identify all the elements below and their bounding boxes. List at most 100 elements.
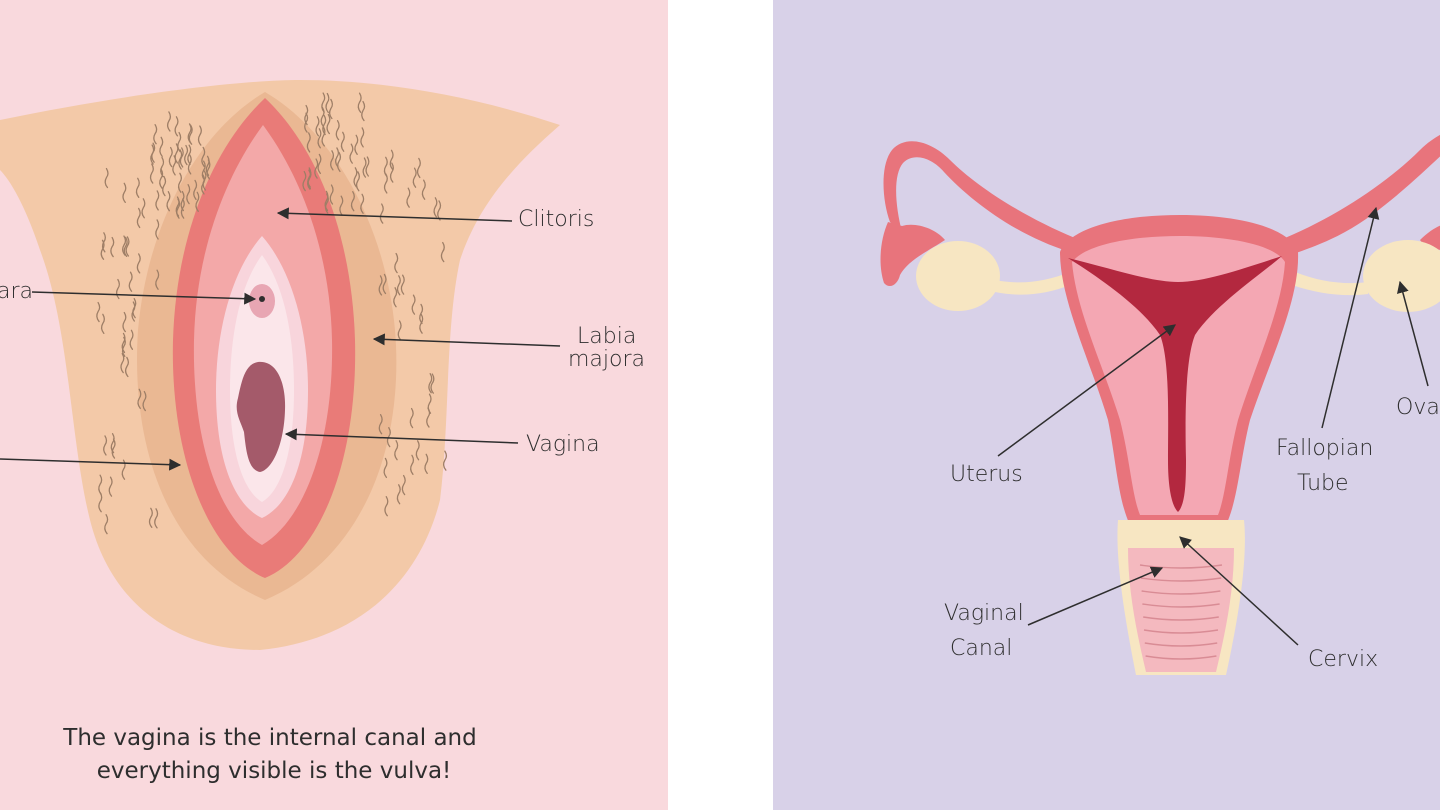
hair-strand	[397, 320, 402, 341]
hair-strand	[120, 352, 125, 374]
cervix-label: Cervix	[1308, 647, 1378, 672]
left-ovary	[916, 241, 1000, 311]
hair-strand	[349, 143, 354, 164]
hair-strand	[142, 390, 147, 412]
hair-strand	[416, 157, 421, 179]
left-ovarian-ligament	[995, 272, 1070, 295]
hair-strand	[428, 373, 433, 394]
ruga-line	[1139, 564, 1223, 569]
hair-strand	[197, 125, 202, 146]
hair-strand	[201, 174, 206, 195]
hair-strand	[401, 474, 406, 496]
hair-strand	[111, 438, 116, 459]
hair-strand	[137, 388, 142, 409]
hair-strand	[430, 373, 435, 394]
cervix-arrow	[1179, 536, 1299, 646]
hair-strand	[350, 191, 355, 212]
hair-strand	[115, 278, 121, 300]
vaginal-rugae	[1139, 564, 1223, 660]
hair-strand	[360, 127, 365, 148]
hair-strand	[176, 198, 181, 219]
hair-strand	[178, 149, 183, 170]
hair-strand	[96, 301, 101, 323]
hair-strand	[128, 271, 133, 292]
hair-strand	[383, 156, 388, 177]
hair-strand	[304, 104, 309, 126]
hair-strand	[177, 172, 183, 193]
hair-strand	[141, 198, 146, 219]
vaginal-canal-label-line1: Vaginal	[944, 601, 1024, 626]
hair-strand	[400, 274, 405, 295]
hair-strand	[357, 92, 362, 113]
hair-strand	[122, 182, 127, 204]
vulva-panel: Clitoris ara Labia majora Vagina The vag…	[0, 0, 668, 810]
hair-strand	[314, 158, 319, 179]
right-ovary	[1363, 240, 1440, 312]
fallopian-tube-label-line1: Fallopian	[1276, 436, 1373, 461]
hair-strand	[394, 440, 399, 461]
hair-strand	[180, 190, 185, 212]
hair-strand	[125, 236, 130, 257]
labia-majora-arrow	[372, 333, 561, 347]
vaginal-canal-inner	[1128, 548, 1234, 672]
ruga-line	[1141, 590, 1221, 595]
hair-strand	[187, 144, 192, 165]
hair-strand	[110, 433, 115, 454]
ruga-line	[1145, 655, 1217, 660]
hair-strand	[186, 184, 191, 205]
hair-strand	[337, 151, 342, 173]
hair-strand	[334, 147, 340, 168]
hair-strand	[98, 474, 103, 495]
hair-strand	[166, 191, 171, 212]
hair-strand	[155, 219, 160, 240]
hair-strand	[394, 252, 399, 274]
labia-minora-arrow	[0, 458, 182, 471]
hair-strand	[406, 187, 411, 208]
hair-strand	[354, 134, 359, 155]
hair-strand	[101, 232, 106, 253]
vaginal-canal-arrow	[1027, 566, 1164, 626]
ruga-line	[1140, 577, 1222, 582]
hair-strand	[383, 173, 388, 194]
ruga-line	[1143, 629, 1219, 634]
urethra-arrow	[31, 291, 257, 305]
ruga-line	[1144, 642, 1218, 647]
hair-strand	[317, 128, 322, 149]
hair-strand	[362, 157, 367, 178]
hair-strand	[148, 507, 153, 528]
hair-strand	[339, 195, 344, 216]
right-ovarian-ligament	[1292, 272, 1368, 296]
hair-strand	[317, 153, 322, 175]
hair-strand	[136, 207, 141, 229]
hair-strand	[206, 159, 211, 180]
hair-strand	[389, 162, 394, 183]
hair-strand	[328, 98, 334, 120]
hair-strand	[122, 311, 127, 333]
hair-strand	[421, 179, 426, 200]
hair-strand	[321, 126, 326, 147]
ovary-arrow	[1397, 280, 1429, 387]
vagina-arrow	[284, 428, 519, 444]
uterine-cavity	[1068, 256, 1282, 512]
hair-strand	[411, 294, 416, 315]
hair-strand	[184, 144, 189, 166]
hair-strand	[162, 175, 167, 197]
vagina-label: Vagina	[526, 432, 600, 457]
hair-strand	[205, 155, 210, 176]
uterus-arrow	[997, 324, 1176, 457]
hair-strand	[361, 100, 366, 122]
hair-strand	[396, 275, 401, 296]
urethra-dot	[259, 296, 265, 302]
clitoris-shape	[247, 199, 273, 225]
hair-strand	[379, 203, 384, 224]
hair-strand	[427, 393, 432, 414]
hair-strand	[324, 190, 329, 212]
vulva-caption-line2: everything visible is the vulva!	[97, 758, 452, 784]
pubic-hair-strokes	[96, 92, 448, 535]
hair-strand	[110, 236, 115, 258]
hair-strand	[410, 454, 415, 475]
ruga-line	[1143, 616, 1219, 621]
hair-strand	[193, 179, 198, 201]
hair-strand	[160, 156, 165, 178]
hair-strand	[442, 450, 448, 471]
